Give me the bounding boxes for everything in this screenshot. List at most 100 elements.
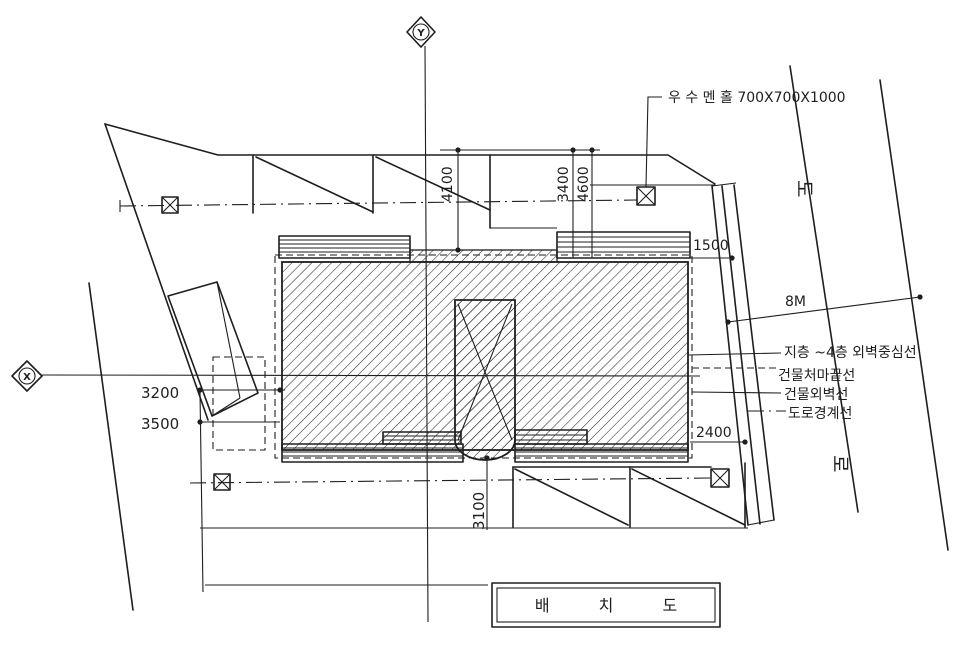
legend-eaves-line: 건물처마끝선	[778, 368, 855, 384]
dimension-dot	[742, 439, 748, 445]
dimension-dot	[570, 147, 576, 153]
dimension-1500: 1500	[693, 238, 729, 254]
manhole	[710, 468, 730, 488]
road-cap-line	[747, 519, 775, 526]
left-lot-line	[88, 282, 134, 611]
bottom-right-eave-strip	[514, 429, 689, 463]
dimension-3500: 3500	[141, 415, 179, 433]
line-legend: 지층 ~4층 외벽중심선 건물처마끝선 건물외벽선 도로경계선	[687, 345, 917, 422]
left-dimensions: 3200 3500	[141, 384, 285, 433]
manhole	[213, 473, 231, 491]
building	[274, 231, 693, 463]
left-stair	[167, 281, 266, 451]
dimension-2400: 2400	[696, 425, 732, 441]
road-boundary-line	[733, 184, 775, 521]
dimension-4100: 4100	[440, 166, 456, 202]
legend-leader	[691, 391, 782, 394]
parking-diagonal	[514, 468, 629, 526]
entrance-cross	[457, 303, 513, 441]
site-boundary-left	[104, 123, 209, 421]
top-middle-strip	[409, 249, 558, 263]
left-reference-line	[199, 391, 204, 593]
entrance-outline	[454, 299, 516, 461]
dimension-dot	[197, 419, 203, 425]
dimension-dot	[484, 455, 490, 461]
drain-centerline	[119, 199, 638, 207]
bottom-dimension: 3100	[470, 455, 490, 530]
dimension-dot	[725, 319, 731, 325]
drain-line-top: 우 수 멘 홀 700X700X1000	[119, 90, 846, 214]
dimension-4600: 4600	[576, 166, 592, 202]
parking-diagonal	[375, 156, 491, 211]
road-label-char: 도	[793, 180, 815, 197]
road-label-char: 로	[829, 455, 851, 472]
entrance-stair	[454, 299, 516, 461]
y-axis-marker: Y	[406, 16, 436, 48]
dimension-dot	[277, 387, 283, 393]
dimension-dot	[455, 247, 461, 253]
legend-exterior-wall-line: 건물외벽선	[784, 387, 848, 403]
manhole-cross	[213, 473, 231, 491]
manhole-box	[161, 196, 179, 214]
x-axis-circle	[18, 367, 36, 385]
y-axis-label: Y	[416, 28, 425, 39]
right-dimensions: 1500 2400	[690, 238, 748, 445]
stair-outline	[167, 281, 259, 417]
manhole-leader	[645, 96, 662, 188]
manhole-cross	[161, 196, 179, 214]
road-width-label: 8M	[785, 294, 806, 310]
title-box-inner	[496, 587, 716, 623]
strip-box	[556, 231, 691, 259]
manhole	[636, 186, 656, 206]
dimension-dot	[589, 147, 595, 153]
dimension-dot	[197, 387, 203, 393]
dimension-3200: 3200	[141, 384, 179, 402]
road-far-line	[789, 65, 859, 513]
dimension-dot	[917, 294, 923, 300]
parking-diagonal	[631, 468, 746, 526]
dimension-dot	[729, 255, 735, 261]
drain-centerline	[189, 477, 712, 484]
stair-inner-line	[216, 281, 241, 399]
top-dimensions: 4100 3400 4600	[440, 147, 600, 258]
road-boundary-line	[711, 185, 749, 526]
y-axis-diamond	[406, 16, 436, 48]
dimension-3400: 3400	[556, 166, 572, 202]
dimension-dot	[455, 147, 461, 153]
site-boundary	[88, 123, 748, 611]
x-axis-diamond	[11, 360, 43, 392]
strip-box	[278, 235, 411, 259]
x-axis-marker: X	[11, 360, 43, 392]
road-width-dimension: 8M	[725, 294, 923, 325]
top-right-eave-strip	[556, 231, 691, 259]
road-boundary-line	[721, 185, 761, 525]
road-cap-line	[711, 182, 737, 187]
legend-leader	[687, 352, 782, 356]
manhole-cross	[636, 186, 656, 206]
legend-road-boundary-line: 도로경계선	[788, 406, 852, 422]
y-axis-circle	[412, 23, 430, 41]
drain-line-bottom	[189, 468, 730, 491]
legend-wall-center-line: 지층 ~4층 외벽중심선	[784, 345, 917, 361]
manhole-box	[213, 473, 231, 491]
drawing-title: 배 치 도	[535, 596, 699, 615]
title-box-outer	[491, 582, 721, 628]
strip-box	[514, 443, 689, 463]
stair-inner-line	[211, 397, 241, 417]
road: 도 로 8M	[711, 65, 949, 551]
road-far-line	[879, 79, 949, 551]
manhole-label: 우 수 멘 홀 700X700X1000	[668, 90, 846, 106]
top-left-eave-strip	[278, 235, 411, 259]
manhole-cross	[710, 468, 730, 488]
manhole-box	[710, 468, 730, 488]
title-block: 배 치 도	[491, 582, 721, 628]
parking-top	[252, 154, 491, 229]
site-boundary-top	[104, 123, 716, 185]
dimension-3100: 3100	[470, 492, 488, 530]
bottom-left-eave-strip	[281, 431, 464, 463]
manhole	[161, 196, 179, 214]
dimension-line	[727, 296, 921, 323]
x-axis-label: X	[23, 372, 31, 383]
dashed-outline	[212, 356, 266, 451]
